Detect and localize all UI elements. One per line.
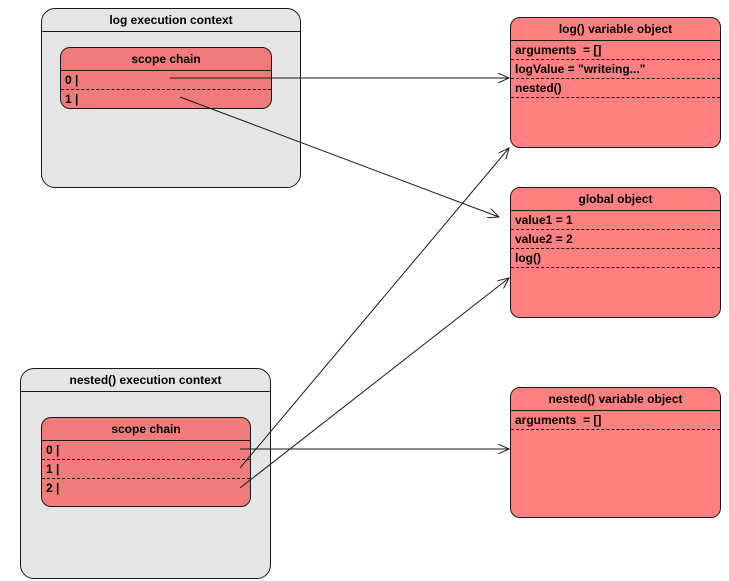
- log-execution-context: log execution context scope chain 0 | 1 …: [41, 8, 301, 188]
- log-vo-prop-logvalue: logValue = "writeing...": [511, 60, 720, 79]
- global-object-title: global object: [511, 188, 720, 211]
- nested-vo-prop-arguments: arguments = []: [511, 411, 720, 430]
- nested-scope-slot-0: 0 |: [42, 441, 250, 460]
- log-variable-object-title: log() variable object: [511, 18, 720, 41]
- log-context-title: log execution context: [42, 9, 300, 32]
- global-object: global object value1 = 1 value2 = 2 log(…: [510, 187, 721, 318]
- arrow-nested-slot1-to-log-vo: [239, 148, 509, 469]
- nested-scope-chain-title: scope chain: [42, 418, 250, 441]
- log-vo-prop-nested: nested(): [511, 79, 720, 98]
- nested-execution-context: nested() execution context scope chain 0…: [20, 368, 271, 579]
- log-scope-chain-title: scope chain: [61, 48, 271, 71]
- log-scope-slot-1: 1 |: [65, 92, 79, 106]
- nested-scope-slot-2: 2 |: [46, 481, 60, 495]
- nested-scope-chain: scope chain 0 | 1 | 2 |: [41, 417, 251, 507]
- global-prop-value2: value2 = 2: [511, 230, 720, 249]
- log-scope-slot-0: 0 |: [61, 71, 271, 90]
- nested-variable-object-title: nested() variable object: [511, 388, 720, 411]
- log-vo-prop-arguments: arguments = []: [511, 41, 720, 60]
- log-scope-chain: scope chain 0 | 1 |: [60, 47, 272, 109]
- nested-variable-object: nested() variable object arguments = []: [510, 387, 721, 518]
- arrow-nested-slot2-to-global: [239, 278, 509, 489]
- nested-context-title: nested() execution context: [21, 369, 270, 392]
- log-variable-object: log() variable object arguments = [] log…: [510, 17, 721, 148]
- global-prop-log: log(): [511, 249, 720, 268]
- global-prop-value1: value1 = 1: [511, 211, 720, 230]
- nested-scope-slot-1: 1 |: [42, 460, 250, 479]
